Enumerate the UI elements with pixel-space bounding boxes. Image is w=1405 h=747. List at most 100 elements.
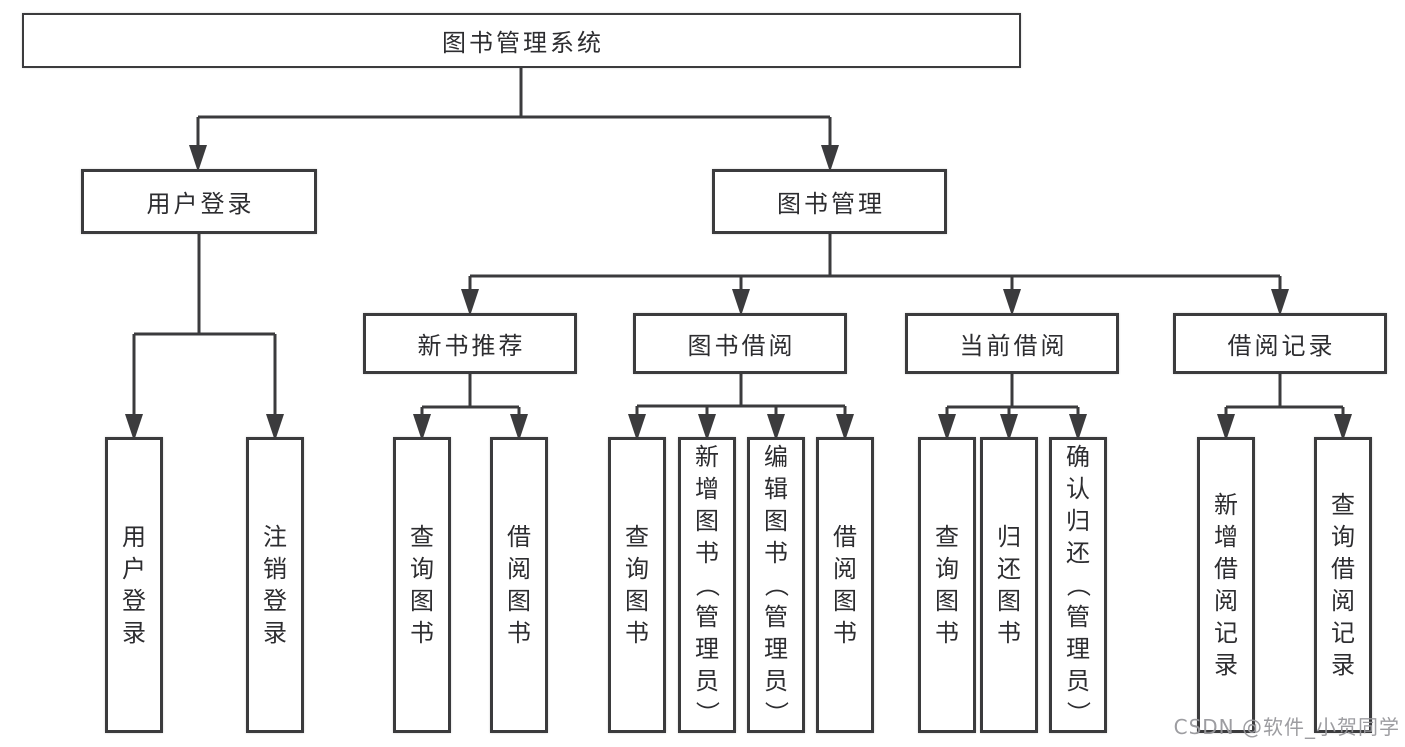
leaf-label: 新增借阅记录 (1210, 489, 1242, 681)
leaf-label: 查询图书 (621, 521, 653, 649)
leaf-label: 借阅图书 (503, 521, 535, 649)
watermark: CSDN @软件_小贺同学 (1173, 715, 1400, 739)
vertical-char: 图 (935, 587, 959, 615)
vertical-char: 图 (625, 587, 649, 615)
leaf-return-book: 归还图书 (980, 437, 1038, 733)
vertical-char: 录 (263, 619, 287, 647)
vertical-char: 询 (410, 555, 434, 583)
vertical-char: 员 (695, 667, 719, 695)
vertical-char: 书 (410, 619, 434, 647)
vertical-char: 书 (507, 619, 531, 647)
vertical-char: 借 (507, 523, 531, 551)
vertical-char: 新 (1214, 491, 1238, 519)
vertical-char: 阅 (1331, 587, 1355, 615)
leaf-label: 注销登录 (259, 521, 291, 649)
vertical-char: 新 (695, 443, 719, 471)
node-root: 图书管理系统 (22, 13, 1021, 68)
node-label: 新书推荐 (417, 332, 526, 360)
vertical-char: 理 (764, 635, 788, 663)
node-borrow-records: 借阅记录 (1173, 313, 1387, 374)
arrowhead-icons (125, 145, 1352, 441)
vertical-char: ） (1064, 701, 1092, 725)
vertical-char: 询 (625, 555, 649, 583)
vertical-char: 图 (833, 587, 857, 615)
leaf-logout: 注销登录 (246, 437, 304, 733)
leaf-add-borrow-record: 新增借阅记录 (1197, 437, 1255, 733)
leaf-query-books-current: 查询图书 (918, 437, 976, 733)
leaf-query-borrow-record: 查询借阅记录 (1314, 437, 1372, 733)
node-label: 借阅记录 (1227, 332, 1336, 360)
vertical-char: 销 (263, 555, 287, 583)
leaf-label: 编辑图书 （ 管理员 ） (760, 441, 792, 729)
vertical-char: 归 (1066, 507, 1090, 535)
vertical-char: 登 (263, 587, 287, 615)
node-book-borrow: 图书借阅 (633, 313, 847, 374)
leaf-label: 新增图书（管理员） (691, 441, 723, 729)
vertical-char: 图 (997, 587, 1021, 615)
vertical-char: 辑 (764, 475, 788, 503)
node-new-book-recommend: 新书推荐 (363, 313, 577, 374)
vertical-char: 记 (1214, 619, 1238, 647)
leaf-label: 借阅图书 (829, 521, 861, 649)
vertical-char: 书 (695, 539, 719, 567)
vertical-char: 图 (410, 587, 434, 615)
vertical-char: 注 (263, 523, 287, 551)
vertical-char: 询 (935, 555, 959, 583)
vertical-char: 员 (764, 667, 788, 695)
vertical-char: 查 (410, 523, 434, 551)
vertical-char: 查 (625, 523, 649, 551)
vertical-char: 编 (764, 443, 788, 471)
vertical-char: 书 (833, 619, 857, 647)
vertical-char: 理 (1066, 635, 1090, 663)
vertical-char: 还 (997, 555, 1021, 583)
node-label: 用户登录 (146, 190, 255, 218)
node-label: 图书借阅 (687, 332, 796, 360)
vertical-char: 书 (625, 619, 649, 647)
vertical-char: 图 (507, 587, 531, 615)
vertical-char: ） (762, 701, 790, 725)
node-label: 当前借阅 (959, 332, 1068, 360)
node-current-borrow: 当前借阅 (905, 313, 1119, 374)
vertical-char: 查 (1331, 491, 1355, 519)
vertical-char: 书 (935, 619, 959, 647)
vertical-char: 增 (1214, 523, 1238, 551)
leaf-user-login: 用户登录 (105, 437, 163, 733)
vertical-char: 管 (695, 603, 719, 631)
vertical-char: 管 (1066, 603, 1090, 631)
leaf-label: 归还图书 (993, 521, 1025, 649)
node-book-management: 图书管理 (712, 169, 947, 234)
leaf-borrow-books-recommend: 借阅图书 (490, 437, 548, 733)
vertical-char: 认 (1066, 475, 1090, 503)
vertical-char: 录 (1331, 651, 1355, 679)
leaf-label: 查询借阅记录 (1327, 489, 1359, 681)
leaf-label: 查询图书 (406, 521, 438, 649)
node-user-login: 用户登录 (81, 169, 317, 234)
vertical-char: 借 (1331, 555, 1355, 583)
vertical-char: 图 (764, 507, 788, 535)
vertical-char: 登 (122, 587, 146, 615)
leaf-label: 用户登录 (118, 521, 150, 649)
leaf-query-books-recommend: 查询图书 (393, 437, 451, 733)
leaf-edit-book-admin: 编辑图书 （ 管理员 ） (747, 437, 805, 733)
vertical-char: 管 (764, 603, 788, 631)
vertical-char: （ (1064, 573, 1092, 597)
leaf-query-books-borrow: 查询图书 (608, 437, 666, 733)
vertical-char: （ (762, 573, 790, 597)
vertical-char: ） (693, 701, 721, 725)
vertical-char: 阅 (1214, 587, 1238, 615)
leaf-add-book-admin: 新增图书（管理员） (678, 437, 736, 733)
leaf-label: 确认归还（管理员） (1062, 441, 1094, 729)
vertical-char: 书 (764, 539, 788, 567)
leaf-label: 查询图书 (931, 521, 963, 649)
leaf-borrow-books: 借阅图书 (816, 437, 874, 733)
node-label: 图书管理系统 (442, 29, 604, 57)
vertical-char: 用 (122, 523, 146, 551)
vertical-char: 确 (1066, 443, 1090, 471)
node-label: 图书管理 (777, 190, 885, 218)
vertical-char: 图 (695, 507, 719, 535)
connector-paths (132, 68, 1345, 418)
vertical-char: 还 (1066, 539, 1090, 567)
vertical-char: 户 (122, 555, 146, 583)
